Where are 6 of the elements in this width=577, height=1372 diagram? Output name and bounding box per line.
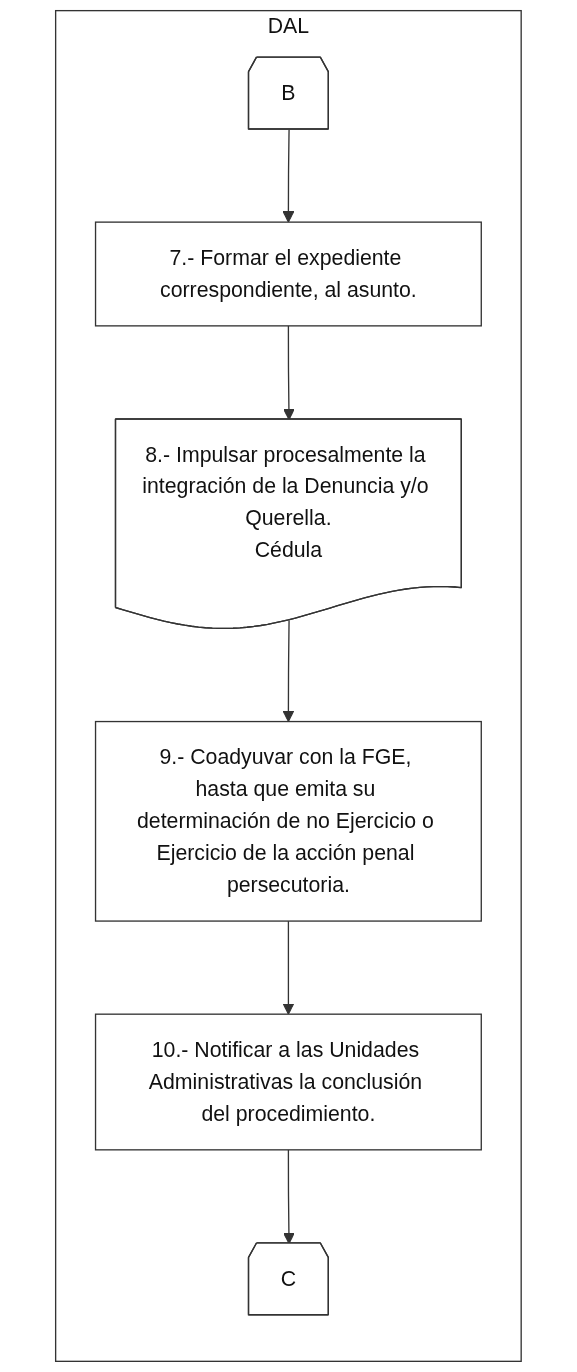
arrow bbox=[282, 920, 295, 1015]
node-box: 9.- Coadyuvar con la FGE, hasta que emita su determinación de no Ejercicio o Ejercicio de la acción penal persecutoria. bbox=[94, 720, 483, 922]
node-box: 10.- Notificar a las Unidades Administrativas la conclusión del procedimiento. bbox=[94, 1013, 483, 1151]
node-box: 7.- Formar el expediente correspondiente, al asunto. bbox=[94, 221, 483, 327]
arrow bbox=[282, 129, 295, 223]
arrow bbox=[282, 619, 295, 723]
